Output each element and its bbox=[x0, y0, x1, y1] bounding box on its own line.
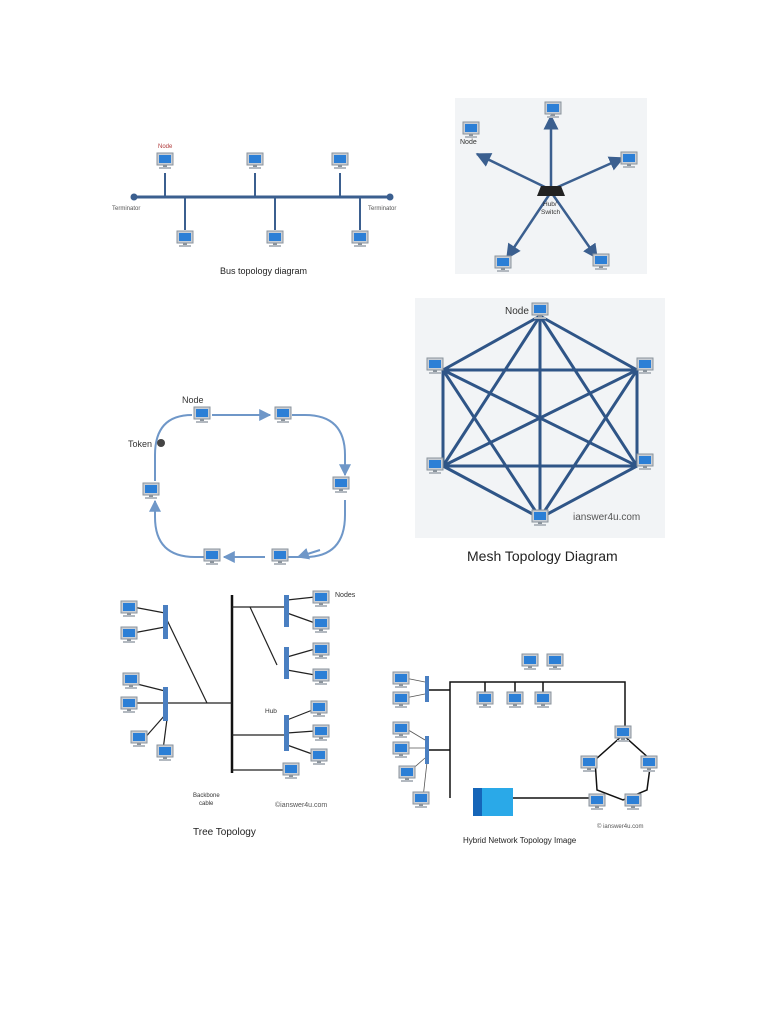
ring-node-2-icon bbox=[274, 406, 292, 424]
mesh-node-right-top-icon bbox=[636, 357, 654, 375]
mesh-node-bottom-icon bbox=[531, 509, 549, 527]
bus-node-5-icon bbox=[266, 230, 284, 248]
tree-caption: Tree Topology bbox=[193, 827, 256, 838]
ring-node-5-icon bbox=[203, 548, 221, 566]
tree-hub-4-icon bbox=[284, 647, 289, 679]
tree-node-4-icon bbox=[120, 696, 138, 714]
bus-node-3-icon bbox=[331, 152, 349, 170]
tree-backbone-label-2: cable bbox=[199, 801, 214, 807]
tree-hub-1-icon bbox=[163, 605, 168, 639]
ring-node-3-icon bbox=[332, 476, 350, 494]
star-node-left-icon bbox=[462, 121, 480, 139]
star-node-top-icon bbox=[544, 101, 562, 119]
ring-path bbox=[154, 414, 346, 558]
bus-terminator-right-label: Terminator bbox=[368, 206, 396, 212]
bus-node-4-icon bbox=[176, 230, 194, 248]
hybrid-hub-2-icon bbox=[425, 736, 429, 764]
tree-node-2-icon bbox=[120, 626, 138, 644]
mesh-links bbox=[441, 314, 639, 520]
ring-node-1-icon bbox=[193, 406, 211, 424]
bus-caption: Bus topology diagram bbox=[220, 266, 308, 276]
hybrid-node-8-icon bbox=[546, 653, 564, 671]
hybrid-node-4-icon bbox=[392, 741, 410, 759]
tree-hub-3-icon bbox=[284, 595, 289, 627]
hybrid-node-11-icon bbox=[534, 691, 552, 709]
star-topology-diagram: Node Hub/ Switch bbox=[460, 101, 638, 273]
bus-node-6-icon bbox=[351, 230, 369, 248]
tree-node-10-icon bbox=[312, 668, 330, 686]
tree-node-11-icon bbox=[310, 700, 328, 718]
tree-backbone-label-1: Backbone bbox=[193, 793, 220, 799]
hybrid-node-1-icon bbox=[392, 671, 410, 689]
hybrid-node-7-icon bbox=[521, 653, 539, 671]
hybrid-hub-1-icon bbox=[425, 676, 429, 702]
hybrid-node-15-icon bbox=[588, 793, 606, 811]
hybrid-topology-panel: © ianswer4u.com Hybrid Network Topology … bbox=[385, 650, 665, 850]
mesh-topology-panel: Node ianswer4u.com Mesh Topology Diagram bbox=[415, 298, 665, 564]
star-node-bottom-right-icon bbox=[592, 253, 610, 271]
hybrid-node-3-icon bbox=[392, 721, 410, 739]
mesh-watermark: ianswer4u.com bbox=[573, 512, 640, 523]
tree-topology-panel: Nodes Hub Backbone cable ©ianswer4u.com … bbox=[115, 585, 375, 845]
terminator-right-icon bbox=[386, 193, 394, 201]
ring-node-4-icon bbox=[271, 548, 289, 566]
tree-node-7-icon bbox=[312, 590, 330, 608]
hybrid-node-10-icon bbox=[506, 691, 524, 709]
ring-topology-diagram: Node Token bbox=[128, 395, 351, 566]
mesh-topology-diagram: Node ianswer4u.com bbox=[426, 302, 654, 527]
mesh-node-label: Node bbox=[505, 306, 529, 317]
hybrid-caption: Hybrid Network Topology Image bbox=[463, 836, 577, 845]
bus-node-label: Node bbox=[158, 144, 173, 150]
tree-node-8-icon bbox=[312, 616, 330, 634]
bus-topology-diagram: Node Terminator Terminator bbox=[112, 144, 396, 248]
tree-node-5-icon bbox=[130, 730, 148, 748]
mesh-node-left-top-icon bbox=[426, 357, 444, 375]
tree-node-6-icon bbox=[156, 744, 174, 762]
star-node-bottom-left-icon bbox=[494, 255, 512, 273]
tree-topology-diagram: Nodes Hub Backbone cable ©ianswer4u.com bbox=[120, 590, 356, 809]
tree-hub-2-icon bbox=[163, 687, 168, 721]
bus-node-2-icon bbox=[246, 152, 264, 170]
ring-topology-panel: Node Token bbox=[120, 385, 370, 575]
ring-node-6-icon bbox=[142, 482, 160, 500]
star-hub-label-2: Switch bbox=[541, 209, 561, 216]
star-topology-panel: Node Hub/ Switch bbox=[455, 98, 647, 274]
bus-topology-panel: Node Terminator Terminator Bus topology … bbox=[110, 135, 420, 285]
mesh-node-right-bottom-icon bbox=[636, 453, 654, 471]
tree-hub-label: Hub bbox=[265, 708, 277, 715]
ring-token-label: Token bbox=[128, 439, 152, 449]
star-hub-label-1: Hub/ bbox=[543, 201, 557, 208]
hybrid-node-16-icon bbox=[624, 793, 642, 811]
star-node-right-icon bbox=[620, 151, 638, 169]
tree-nodes-label: Nodes bbox=[335, 592, 356, 599]
hybrid-node-13-icon bbox=[580, 755, 598, 773]
tree-node-3-icon bbox=[122, 672, 140, 690]
mesh-caption: Mesh Topology Diagram bbox=[467, 548, 618, 564]
terminator-left-icon bbox=[130, 193, 138, 201]
tree-node-12-icon bbox=[312, 724, 330, 742]
tree-node-13-icon bbox=[310, 748, 328, 766]
mesh-node-top-icon bbox=[531, 302, 549, 320]
bus-terminator-left-label: Terminator bbox=[112, 206, 140, 212]
hybrid-watermark: © ianswer4u.com bbox=[597, 823, 643, 830]
hub-switch-icon bbox=[537, 186, 565, 196]
hybrid-node-5-icon bbox=[398, 765, 416, 783]
tree-node-9-icon bbox=[312, 642, 330, 660]
hybrid-node-14-icon bbox=[640, 755, 658, 773]
star-node-label: Node bbox=[460, 139, 477, 146]
hybrid-node-9-icon bbox=[476, 691, 494, 709]
tree-watermark: ©ianswer4u.com bbox=[275, 801, 327, 809]
hybrid-node-6-icon bbox=[412, 791, 430, 809]
bus-node-1-icon bbox=[156, 152, 174, 170]
hybrid-node-2-icon bbox=[392, 691, 410, 709]
hybrid-topology-diagram: © ianswer4u.com bbox=[392, 653, 658, 830]
ring-node-label: Node bbox=[182, 395, 204, 405]
tree-node-14-icon bbox=[282, 762, 300, 780]
mesh-node-left-bottom-icon bbox=[426, 457, 444, 475]
token-icon bbox=[157, 439, 165, 447]
tree-node-1-icon bbox=[120, 600, 138, 618]
tree-hub-5-icon bbox=[284, 715, 289, 751]
